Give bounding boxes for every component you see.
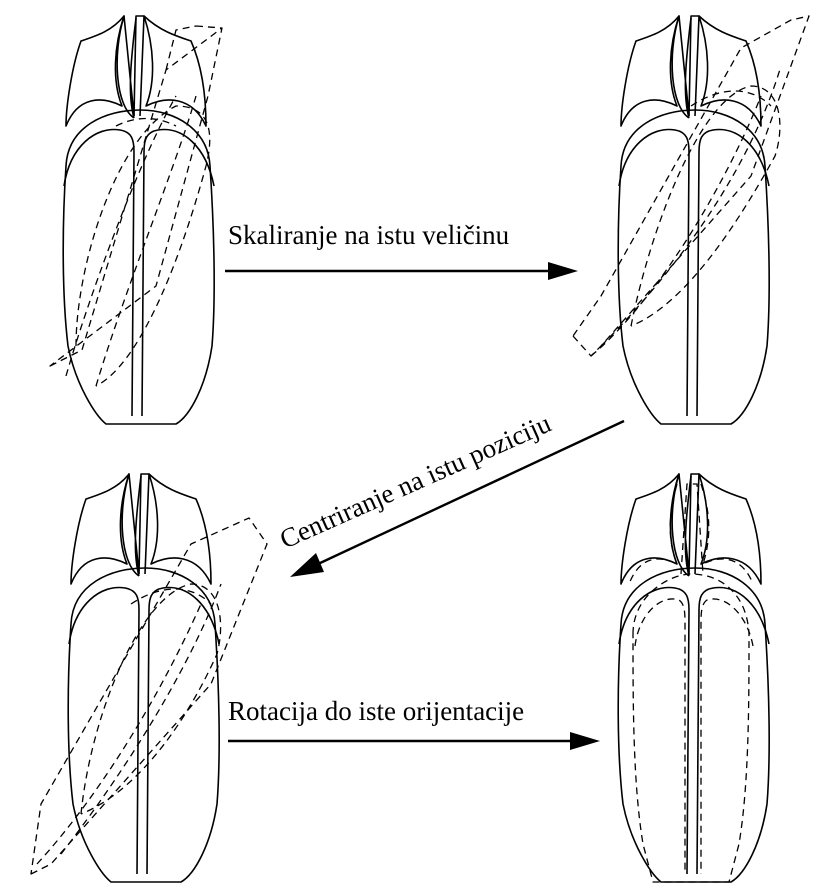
label-scale: Skaliranje na istu veličinu [228,220,510,250]
panel-original [50,16,222,424]
reference-shape [618,16,769,424]
panel-centered [31,474,267,882]
reference-shape [68,474,219,882]
target-shape-dashed [50,26,222,386]
arrow-scale [225,262,578,280]
reference-shape [63,16,214,424]
target-shape-dashed [573,16,809,356]
panel-rotated [618,474,769,882]
target-shape-dashed [629,484,753,882]
reference-shape [618,474,769,882]
label-rotate: Rotacija do iste orijentacije [228,696,524,726]
arrow-rotate [228,732,600,750]
panel-scaled [573,16,809,424]
label-center: Centriranje na istu poziciju [275,408,555,555]
